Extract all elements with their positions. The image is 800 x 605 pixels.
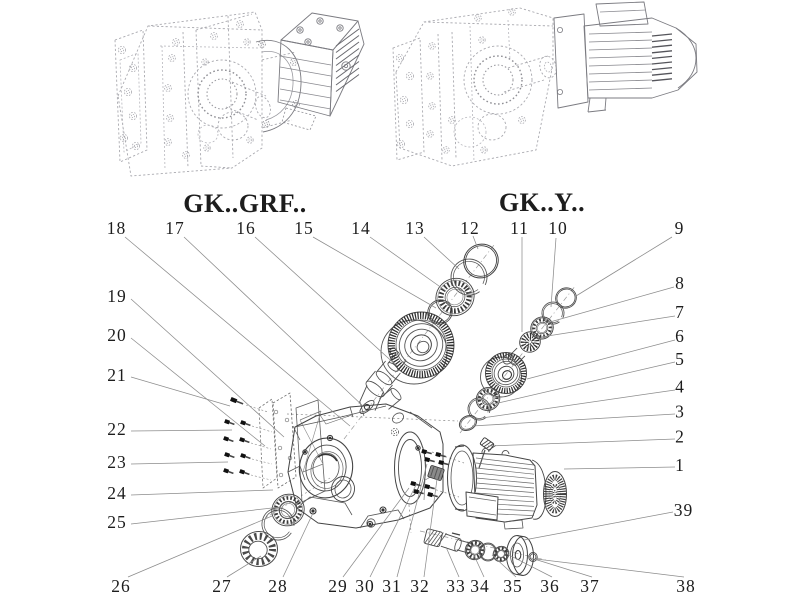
svg-text:27: 27 [212,576,232,596]
svg-text:29: 29 [328,576,348,596]
svg-text:30: 30 [355,576,375,596]
svg-text:9: 9 [675,218,685,238]
svg-text:31: 31 [382,576,402,596]
svg-text:34: 34 [470,576,490,596]
svg-text:15: 15 [294,218,314,238]
svg-text:11: 11 [510,218,529,238]
svg-text:23: 23 [107,452,127,472]
svg-text:20: 20 [107,325,127,345]
svg-text:4: 4 [675,377,685,397]
svg-text:12: 12 [460,218,480,238]
svg-text:35: 35 [503,576,523,596]
svg-text:32: 32 [410,576,430,596]
svg-text:GK..GRF..: GK..GRF.. [183,189,306,218]
svg-text:25: 25 [107,512,127,532]
svg-text:36: 36 [540,576,560,596]
svg-text:5: 5 [675,349,685,369]
svg-text:38: 38 [676,576,696,596]
svg-text:22: 22 [107,419,127,439]
svg-text:14: 14 [351,218,371,238]
svg-text:19: 19 [107,286,127,306]
svg-text:16: 16 [236,218,256,238]
svg-text:21: 21 [107,365,127,385]
svg-text:3: 3 [675,402,685,422]
svg-text:28: 28 [268,576,288,596]
svg-text:7: 7 [675,302,685,322]
svg-text:39: 39 [674,500,694,520]
svg-text:GK..Y..: GK..Y.. [499,188,585,217]
svg-text:1: 1 [675,455,685,475]
svg-text:13: 13 [405,218,425,238]
svg-text:37: 37 [580,576,600,596]
svg-text:26: 26 [111,576,131,596]
svg-text:10: 10 [548,218,568,238]
svg-text:33: 33 [446,576,466,596]
svg-text:17: 17 [165,218,185,238]
svg-text:2: 2 [675,427,685,447]
svg-text:8: 8 [675,273,685,293]
svg-text:24: 24 [107,483,127,503]
svg-text:18: 18 [107,218,127,238]
svg-text:6: 6 [675,326,685,346]
